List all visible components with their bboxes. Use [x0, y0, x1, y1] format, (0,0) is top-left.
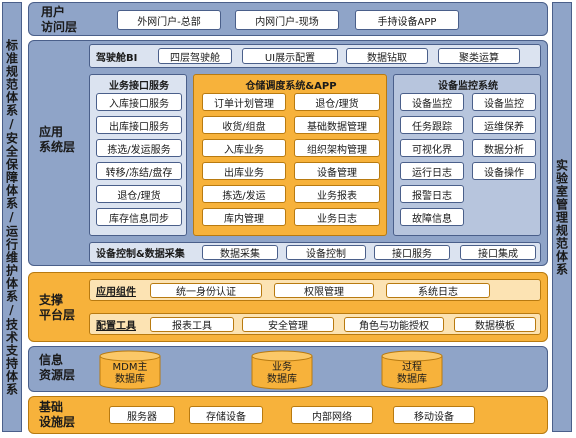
infra-item-2: 内部网络: [291, 406, 373, 424]
device-control-item-2: 接口服务: [374, 245, 450, 260]
config-tool-item-1: 安全管理: [242, 317, 334, 332]
cockpit-item-0: 四层驾驶舱: [158, 48, 232, 64]
config-tools-row: 配置工具 报表工具 安全管理 角色与功能授权 数据模板: [89, 313, 541, 335]
database-icon: [381, 350, 443, 390]
database-label-0: MDM主 数据库: [112, 362, 148, 385]
monitor-item-2: 任务跟踪: [400, 116, 464, 134]
app-component-item-2: 系统日志: [386, 283, 490, 298]
monitor-item-5: 数据分析: [472, 139, 536, 157]
warehouse-item-11: 业务日志: [294, 208, 380, 226]
infra-item-3: 移动设备: [393, 406, 475, 424]
warehouse-item-7: 设备管理: [294, 162, 380, 180]
cockpit-item-3: 聚类运算: [438, 48, 520, 64]
infrastructure-layer: 基础 设施层 服务器 存储设备 内部网络 移动设备: [28, 396, 548, 434]
app-components-title: 应用组件: [96, 286, 136, 298]
warehouse-item-2: 收货/组盘: [202, 116, 286, 134]
device-control-item-1: 设备控制: [286, 245, 366, 260]
business-interface-title: 业务接口服务: [109, 81, 169, 92]
database-icon: [99, 350, 161, 390]
equipment-monitor-title: 设备监控系统: [438, 81, 498, 92]
warehouse-item-3: 基础数据管理: [294, 116, 380, 134]
monitor-item-0: 设备监控: [400, 93, 464, 111]
monitor-item-1: 设备监控: [472, 93, 536, 111]
right-sidebar-text: 实验室管理规范体系: [554, 158, 569, 276]
device-control-row: 设备控制&数据采集 数据采集 设备控制 接口服务 接口集成: [89, 242, 541, 263]
database-label-1: 业务 数据库: [267, 362, 297, 385]
infra-layer-label: 基础 设施层: [39, 400, 76, 429]
warehouse-system-panel: 仓储调度系统&APP 订单计划管理 退仓/理货 收货/组盘 基础数据管理 入库业…: [193, 74, 387, 236]
business-item-2: 拣选/发运服务: [96, 139, 182, 157]
cockpit-item-1: UI展示配置: [242, 48, 338, 64]
user-item-0: 外网门户-总部: [117, 10, 221, 30]
warehouse-item-6: 出库业务: [202, 162, 286, 180]
equipment-monitor-panel: 设备监控系统 设备监控 设备监控 任务跟踪 运维保养 可视化界 数据分析 运行日…: [393, 74, 541, 236]
info-layer-label: 信息 资源层: [39, 353, 76, 382]
warehouse-item-9: 业务报表: [294, 185, 380, 203]
infra-item-0: 服务器: [109, 406, 175, 424]
warehouse-item-5: 组织架构管理: [294, 139, 380, 157]
business-item-4: 退仓/理货: [96, 185, 182, 203]
user-item-1: 内网门户-现场: [235, 10, 339, 30]
left-sidebar-text: 标准规范体系/安全保障体系/运行维护体系/技术支持体系: [4, 38, 19, 396]
config-tool-item-0: 报表工具: [150, 317, 234, 332]
business-item-5: 库存信息同步: [96, 208, 182, 226]
warehouse-item-1: 退仓/理货: [294, 93, 380, 111]
monitor-item-7: 设备操作: [472, 162, 536, 180]
warehouse-item-10: 库内管理: [202, 208, 286, 226]
information-resource-layer: 信息 资源层 MDM主 数据库 业务 数据库 过程 数据库: [28, 346, 548, 392]
monitor-item-4: 可视化界: [400, 139, 464, 157]
device-control-item-3: 接口集成: [460, 245, 536, 260]
cockpit-bi-title: 驾驶舱BI: [96, 52, 138, 64]
app-component-item-1: 权限管理: [274, 283, 374, 298]
database-icon: [251, 350, 313, 390]
cockpit-item-2: 数据钻取: [346, 48, 428, 64]
warehouse-item-4: 入库业务: [202, 139, 286, 157]
monitor-item-8: 报警日志: [400, 185, 464, 203]
user-layer-label: 用户 访问层: [41, 5, 78, 34]
support-layer-label: 支撑 平台层: [39, 293, 76, 322]
config-tools-title: 配置工具: [96, 320, 136, 332]
config-tool-item-2: 角色与功能授权: [344, 317, 444, 332]
warehouse-system-title: 仓储调度系统&APP: [245, 81, 337, 92]
monitor-item-9: 故障信息: [400, 208, 464, 226]
app-component-item-0: 统一身份认证: [150, 283, 262, 298]
warehouse-item-0: 订单计划管理: [202, 93, 286, 111]
device-control-item-0: 数据采集: [202, 245, 278, 260]
cockpit-bi-row: 驾驶舱BI 四层驾驶舱 UI展示配置 数据钻取 聚类运算: [89, 44, 541, 68]
database-label-2: 过程 数据库: [397, 362, 427, 385]
monitor-item-6: 运行日志: [400, 162, 464, 180]
user-item-2: 手持设备APP: [355, 10, 459, 30]
left-sidebar: 标准规范体系/安全保障体系/运行维护体系/技术支持体系: [2, 2, 22, 432]
monitor-item-3: 运维保养: [472, 116, 536, 134]
user-access-layer: 用户 访问层 外网门户-总部 内网门户-现场 手持设备APP: [28, 2, 548, 36]
business-interface-panel: 业务接口服务 入库接口服务 出库接口服务 拣选/发运服务 转移/冻结/盘存 退仓…: [89, 74, 187, 236]
infra-item-1: 存储设备: [189, 406, 263, 424]
support-platform-layer: 支撑 平台层 应用组件 统一身份认证 权限管理 系统日志 配置工具 报表工具 安…: [28, 272, 548, 342]
app-components-row: 应用组件 统一身份认证 权限管理 系统日志: [89, 279, 541, 301]
warehouse-item-8: 拣选/发运: [202, 185, 286, 203]
business-item-3: 转移/冻结/盘存: [96, 162, 182, 180]
business-item-0: 入库接口服务: [96, 93, 182, 111]
app-layer-label: 应用 系统层: [39, 125, 76, 154]
config-tool-item-3: 数据模板: [454, 317, 536, 332]
application-system-layer: 应用 系统层 驾驶舱BI 四层驾驶舱 UI展示配置 数据钻取 聚类运算 业务接口…: [28, 40, 548, 266]
business-item-1: 出库接口服务: [96, 116, 182, 134]
right-sidebar: 实验室管理规范体系: [552, 2, 572, 432]
device-control-title: 设备控制&数据采集: [96, 249, 185, 260]
